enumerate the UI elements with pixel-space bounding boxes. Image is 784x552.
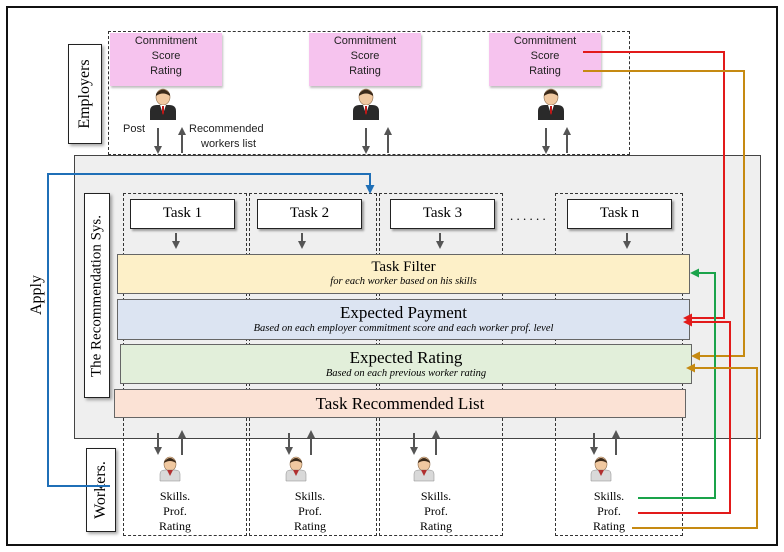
worker-rating-arrow (632, 363, 758, 529)
worker-attributes-n: Skills.Prof.Rating (593, 489, 625, 533)
commitment-score-arrow (583, 51, 725, 323)
worker-icon-n (590, 456, 612, 482)
expected-payment-title: Expected Payment (340, 303, 467, 322)
task-filter-subtitle: for each worker based on his skills (330, 276, 477, 287)
expected-payment-subtitle: Based on each employer commitment score … (253, 323, 554, 334)
employer-icon-1 (149, 88, 177, 121)
employers-region (108, 31, 630, 155)
worker-icon-2 (285, 456, 307, 482)
recommended-label-line2: workers list (201, 138, 257, 150)
skills-arrow (638, 268, 716, 499)
worker-icon-1 (159, 456, 181, 482)
recommended-list-band: Task Recommended List (114, 389, 686, 418)
worker-attributes-2: Skills.Prof.Rating (294, 489, 326, 533)
prof-level-arrow (638, 317, 731, 514)
task-filter-band: Task Filter for each worker based on his… (117, 254, 690, 294)
task-box-1: Task 1 (130, 199, 235, 229)
recommended-list-title: Task Recommended List (315, 394, 485, 413)
employer-rating-arrow (583, 70, 745, 361)
diagram-frame (6, 6, 778, 546)
worker-icon-3 (413, 456, 435, 482)
task-box-3: Task 3 (390, 199, 495, 229)
employer-icon-3 (537, 88, 565, 121)
worker-attributes-1: Skills.Prof.Rating (159, 489, 191, 533)
workers-label-box: Workers. (86, 448, 116, 532)
task-ellipsis: . . . . . . (510, 208, 546, 223)
post-label: Post (123, 123, 146, 135)
employers-label-box: Employers (68, 44, 102, 144)
expected-rating-band: Expected Rating Based on each previous w… (120, 344, 692, 384)
expected-rating-subtitle: Based on each previous worker rating (325, 368, 487, 379)
employer-icon-2 (352, 88, 380, 121)
worker-attributes-3: Skills.Prof.Rating (420, 489, 452, 533)
task-box-2: Task 2 (257, 199, 362, 229)
recommended-label-line1: Recommended (189, 123, 264, 135)
expected-payment-band: Expected Payment Based on each employer … (117, 299, 690, 340)
task-filter-title: Task Filter (371, 259, 436, 275)
expected-rating-title: Expected Rating (349, 348, 463, 367)
task-box-n: Task n (567, 199, 672, 229)
recommendation-sys-label-box: The Recommendation Sys. (84, 193, 110, 398)
apply-arrow (47, 173, 375, 487)
